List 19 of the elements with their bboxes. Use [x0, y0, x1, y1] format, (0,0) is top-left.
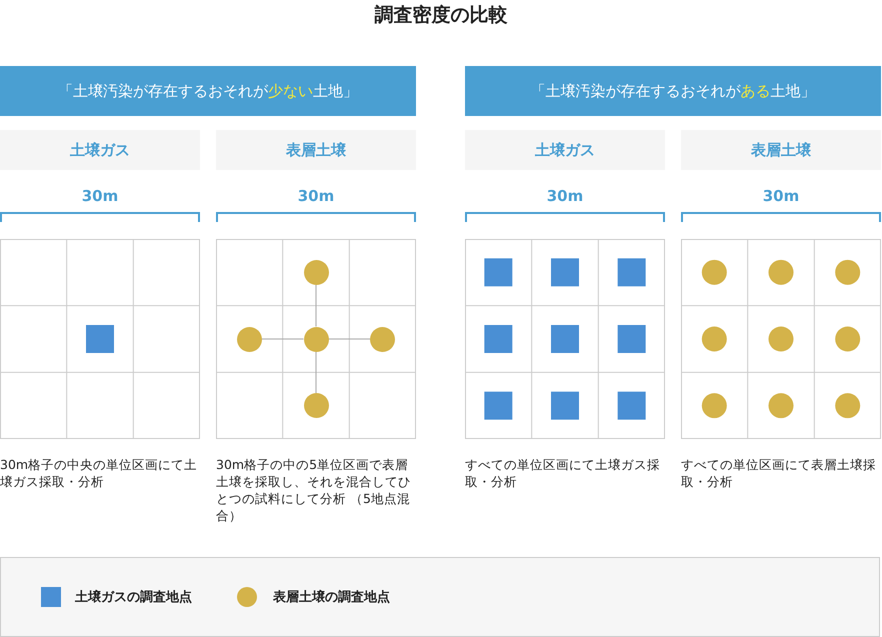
dimension-label: 30m	[296, 187, 336, 207]
legend-text: 土壌ガスの調査地点	[75, 588, 192, 606]
title: 調査密度の比較	[374, 3, 508, 28]
description-text: 30m格子の中の5単位区画で表層土壌を採取し、それを混合してひとつの試料にして分析 （5地点混合）	[216, 456, 412, 524]
connector-line	[261, 338, 304, 340]
column-header: 土壌ガス	[465, 130, 665, 170]
description-text: 30m格子の中央の単位区画にて土壌ガス採取・分析	[0, 456, 198, 490]
legend-text: 表層土壌の調査地点	[273, 588, 390, 606]
dimension-label: 30m	[762, 187, 800, 207]
description-text: すべての単位区画にて表層土壌採取・分析	[681, 456, 877, 490]
column-header: 表層土壌	[681, 130, 881, 170]
column-header: 表層土壌	[216, 130, 416, 170]
column-header: 土壌ガス	[0, 130, 200, 170]
category-banner: 「土壌汚染が存在するおそれがある土地」	[465, 66, 881, 116]
dimension-label: 30m	[546, 187, 584, 207]
description-text: すべての単位区画にて土壌ガス採取・分析	[465, 456, 661, 490]
dimension-label: 30m	[80, 187, 120, 207]
connector-line	[328, 338, 371, 340]
category-banner: 「土壌汚染が存在するおそれが少ない土地」	[0, 66, 416, 116]
